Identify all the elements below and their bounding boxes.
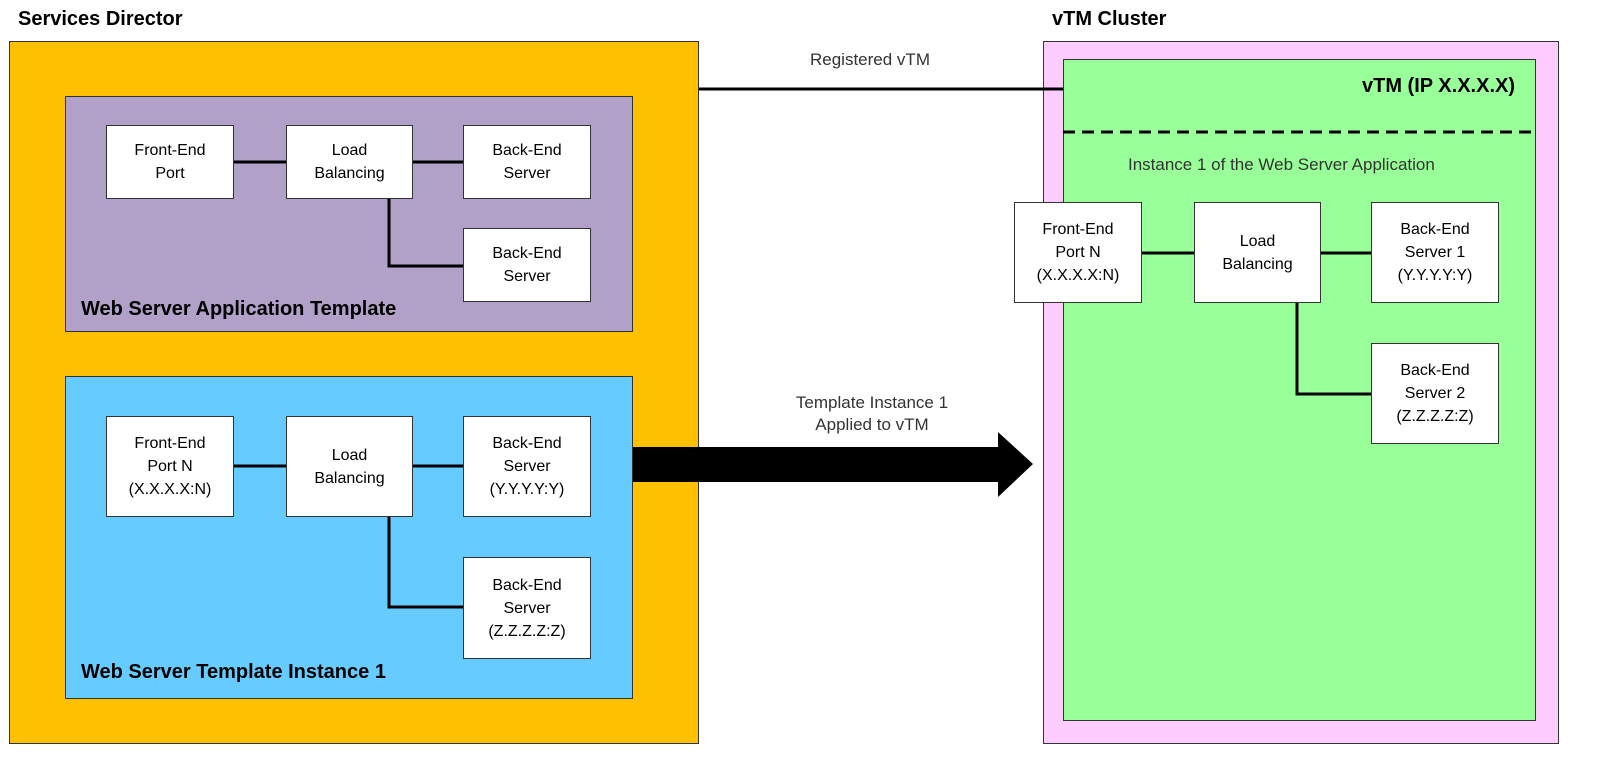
- inst-load-balancing-node: Load Balancing: [286, 416, 413, 517]
- node-line: Port N: [1055, 244, 1101, 261]
- inst-back-end-server-node-2: Back-End Server (Z.Z.Z.Z:Z): [463, 557, 591, 659]
- node-line: Front-End: [134, 142, 206, 159]
- node-line: (Z.Z.Z.Z:Z): [1396, 408, 1474, 425]
- node-line: Front-End: [1042, 221, 1114, 238]
- vtm-label: vTM (IP X.X.X.X): [1362, 75, 1515, 97]
- node-line: Port N: [147, 458, 193, 475]
- node-line: Back-End: [492, 142, 562, 159]
- node-line: Port: [155, 165, 185, 182]
- node-line: (Z.Z.Z.Z:Z): [488, 622, 566, 640]
- node-line: (X.X.X.X:N): [1036, 267, 1120, 284]
- inst-front-end-port-node: Front-End Port N (X.X.X.X:N): [106, 416, 234, 517]
- node-line: Balancing: [314, 469, 385, 487]
- node-line: Server: [503, 458, 551, 475]
- node-line: Back-End: [492, 435, 562, 452]
- registered-vtm-label: Registered vTM: [810, 50, 930, 69]
- app-back-end-server-node-2: Back-End Server: [463, 228, 591, 302]
- applied-label-line-2: Applied to vTM: [815, 415, 929, 434]
- vtm-back-end-server-node-1: Back-End Server 1 (Y.Y.Y.Y:Y): [1371, 202, 1499, 303]
- node-line: Back-End: [492, 245, 562, 262]
- node-line: Balancing: [1222, 255, 1293, 273]
- app-back-end-server-node-1: Back-End Server: [463, 125, 591, 199]
- node-line: Load: [331, 142, 368, 159]
- services-director-title: Services Director: [18, 8, 183, 30]
- inst-lb-be2-line: [387, 517, 463, 609]
- app-lb-be2-line: [387, 199, 463, 268]
- node-line: Server 2: [1404, 385, 1466, 402]
- app-load-balancing-node: Load Balancing: [286, 125, 413, 199]
- vtm-load-balancing-node: Load Balancing: [1194, 202, 1321, 303]
- app-front-end-port-node: Front-End Port: [106, 125, 234, 199]
- node-line: Load: [1239, 232, 1276, 250]
- node-line: Server: [503, 599, 551, 617]
- vtm-back-end-server-node-2: Back-End Server 2 (Z.Z.Z.Z:Z): [1371, 343, 1499, 444]
- applied-label: Template Instance 1 Applied to vTM: [770, 392, 974, 436]
- vtm-cluster-title: vTM Cluster: [1052, 8, 1167, 30]
- node-line: Back-End: [1400, 362, 1470, 379]
- node-line: (X.X.X.X:N): [128, 481, 212, 498]
- applied-arrow: [633, 432, 1033, 497]
- vtm-lb-be2-line: [1295, 303, 1371, 396]
- inst-back-end-server-node-1: Back-End Server (Y.Y.Y.Y:Y): [463, 416, 591, 517]
- node-line: Server: [503, 165, 551, 182]
- template-instance-label: Web Server Template Instance 1: [81, 661, 386, 683]
- node-line: (Y.Y.Y.Y:Y): [489, 481, 565, 498]
- applied-label-line-1: Template Instance 1: [795, 393, 949, 412]
- vtm-front-end-port-node: Front-End Port N (X.X.X.X:N): [1014, 202, 1142, 303]
- instance-label: Instance 1 of the Web Server Application: [1128, 155, 1435, 174]
- node-line: Server: [503, 268, 551, 285]
- node-line: Balancing: [314, 165, 385, 182]
- node-line: (Y.Y.Y.Y:Y): [1397, 267, 1473, 284]
- node-line: Back-End: [1400, 221, 1470, 238]
- app-template-label: Web Server Application Template: [81, 298, 397, 320]
- node-line: Back-End: [492, 576, 562, 594]
- node-line: Load: [331, 446, 368, 464]
- node-line: Server 1: [1404, 244, 1466, 261]
- node-line: Front-End: [134, 435, 206, 452]
